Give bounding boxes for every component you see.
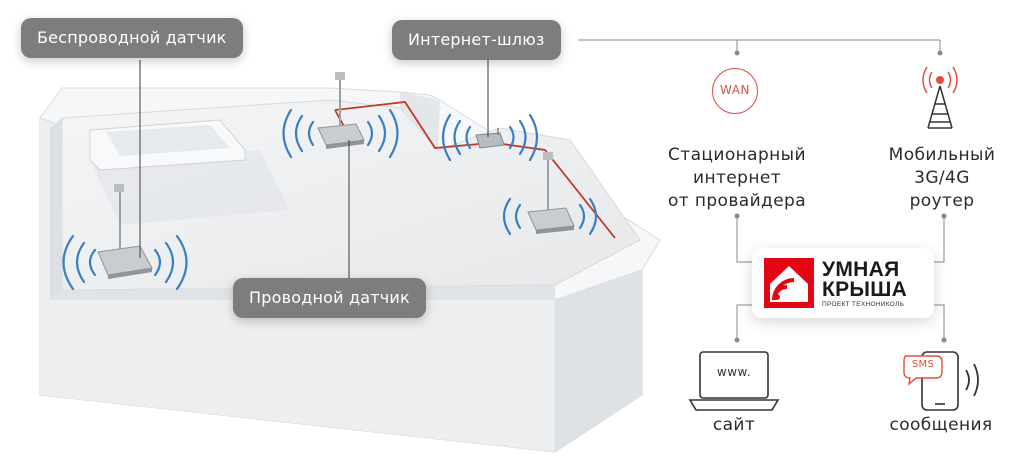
site-label: сайт: [712, 415, 756, 435]
cell-tower-icon: [922, 66, 958, 129]
mobile-router-label: Мобильный 3G/4G роутер: [872, 144, 1012, 213]
brand-name-line-1: УМНАЯ: [822, 258, 900, 281]
callout-internet-gateway: Интернет-шлюз: [392, 20, 561, 60]
gateway-device: [475, 128, 505, 149]
mobile-router-line-2: 3G/4G: [914, 168, 970, 188]
wired-sensor-device-2: [527, 152, 575, 234]
house-wifi-icon: [764, 258, 814, 308]
brand-name-line-2: КРЫША: [822, 278, 908, 301]
fixed-internet-line-3: от провайдера: [667, 191, 807, 211]
fixed-internet-label: Стационарный интернет от провайдера: [652, 144, 822, 213]
network-connectors: [578, 39, 945, 340]
phone-sms-icon: [903, 351, 979, 411]
callout-wireless-sensor: Беспроводной датчик: [21, 18, 243, 58]
messages-label: сообщения: [889, 415, 993, 435]
connector-dots: [734, 50, 947, 343]
fixed-internet-line-1: Стационарный: [668, 145, 806, 165]
laptop-icon: [688, 351, 780, 411]
mobile-router-line-1: Мобильный: [888, 145, 996, 165]
fixed-internet-line-2: интернет: [693, 168, 781, 188]
wan-icon: WAN: [712, 68, 758, 114]
mobile-router-line-3: роутер: [909, 191, 975, 211]
wired-sensor-device: [317, 72, 365, 149]
callout-wired-sensor: Проводной датчик: [233, 278, 426, 318]
sms-bubble-text: SMS: [911, 359, 935, 370]
wireless-wave-icons: [62, 108, 598, 291]
callout-leaders: [139, 60, 489, 280]
wireless-sensor-device: [97, 184, 153, 279]
smart-roof-logo: УМНАЯ КРЫША ПРОЕКТ ТЕХНОНИКОЛЬ: [752, 248, 934, 318]
brand-tagline: ПРОЕКТ ТЕХНОНИКОЛЬ: [822, 301, 905, 308]
laptop-screen-text: www.: [716, 365, 752, 379]
